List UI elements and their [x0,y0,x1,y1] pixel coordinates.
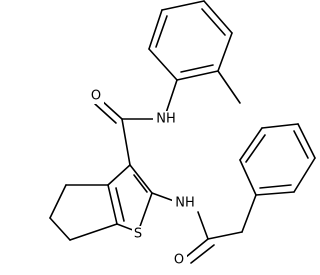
bond [49,217,71,241]
phenylacetamide-group [151,123,316,264]
bond [137,192,153,233]
thiophene-ring [107,164,153,233]
atom-label-background [88,88,104,104]
bond [239,159,257,196]
bond [297,123,316,159]
bond [155,15,168,48]
bond [259,184,292,189]
bond [185,238,209,258]
bond [207,231,243,240]
bond [180,64,214,73]
bond [151,192,175,202]
atom-label-background [171,252,187,268]
bond [148,48,178,81]
bond [148,9,163,50]
bond [115,187,125,222]
toluidine-amide-group [94,0,241,166]
amide-nitrogen-bottom-label: NH [175,196,195,211]
atom-label-background [172,195,198,211]
bond [239,127,263,161]
bond [94,103,117,124]
carbonyl-oxygen-top-label: O [91,89,101,104]
bond [49,184,67,219]
bond [107,184,118,225]
atom-label-background [132,226,145,242]
carbonyl-oxygen-bottom-label: O [174,253,184,268]
cyclopentane-ring [49,184,118,241]
bond [217,70,241,104]
bond [255,191,295,196]
bond [133,174,148,193]
bond [241,194,257,233]
bond [293,157,316,193]
bond [293,130,309,159]
bond [217,32,233,72]
atom-labels: O NH NH S O [88,88,198,268]
bond [176,70,219,81]
bond [190,244,215,264]
bond [129,164,153,194]
bond [203,0,233,34]
bond [100,99,123,120]
thiophene-sulfur-label: S [134,227,142,242]
atom-label-background [153,111,179,127]
bond [261,123,299,129]
bond [161,0,205,11]
bond [201,8,226,36]
bond [69,223,118,241]
bond [197,211,209,240]
amide-nitrogen-top-label: NH [156,112,176,127]
bond [121,118,131,166]
bond [245,134,266,163]
bond [107,164,131,186]
